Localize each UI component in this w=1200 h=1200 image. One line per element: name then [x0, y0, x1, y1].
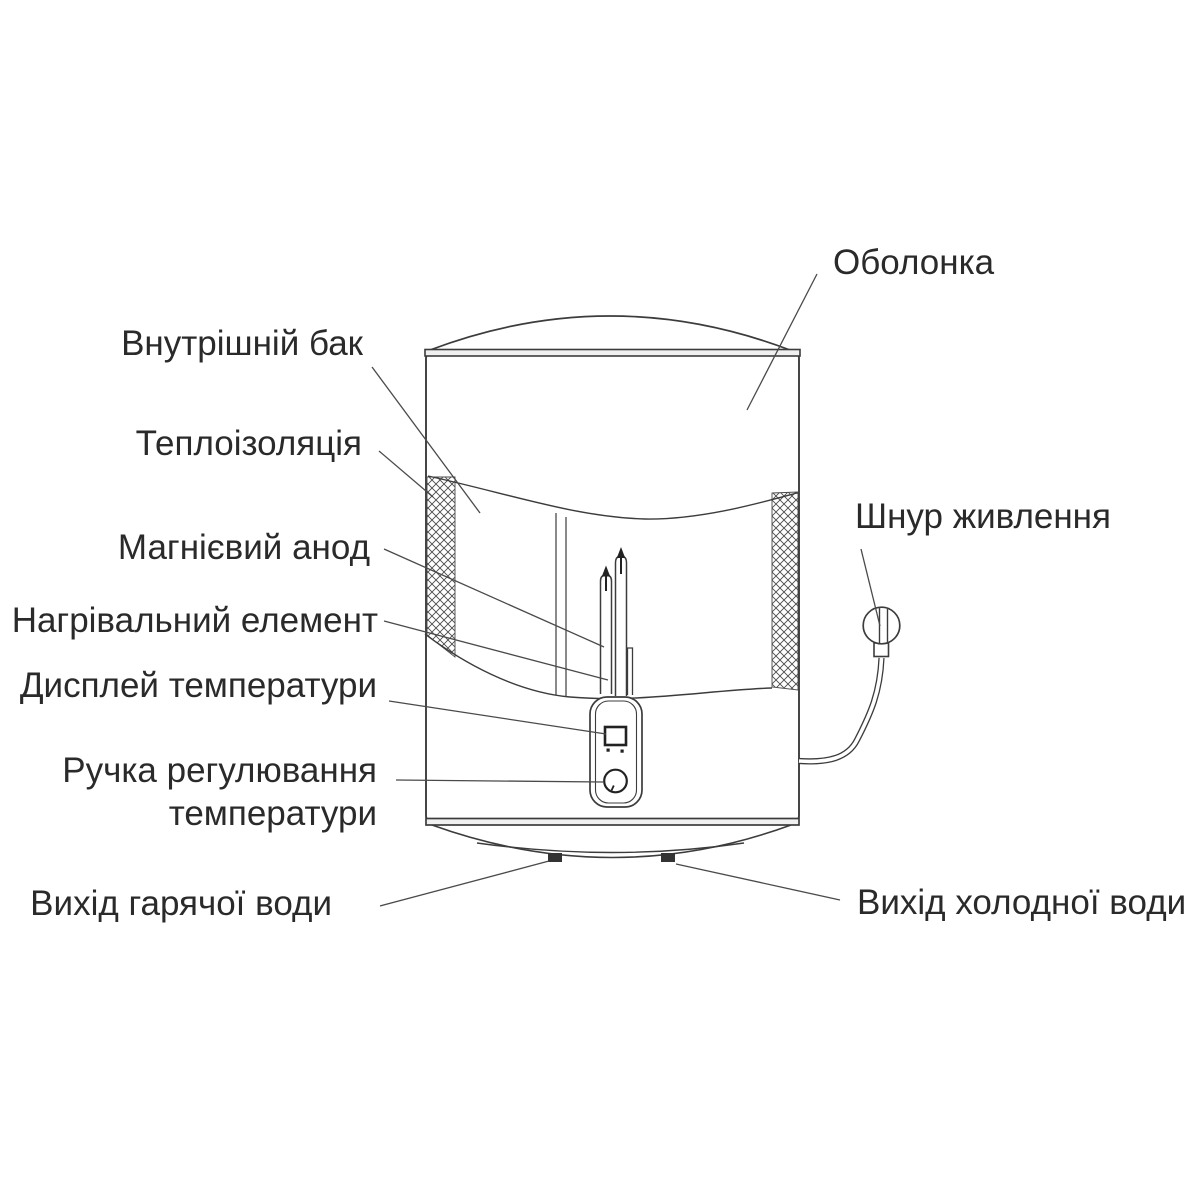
knob-mark — [610, 785, 615, 791]
inner-tank-bottom-line — [424, 633, 773, 700]
heating-element-arrow — [616, 547, 626, 558]
bottom-dome-inner — [476, 842, 745, 854]
temperature-knob — [603, 768, 628, 794]
inner-structure — [424, 475, 799, 700]
label-heating-element: Нагрівальний елемент — [11, 601, 378, 640]
label-power-cord: Шнур живлення — [855, 497, 1111, 536]
label-anode: Магнієвий анод — [117, 528, 370, 567]
leader-lines — [371, 273, 881, 907]
leader-anode — [383, 548, 605, 648]
power-cord-assembly — [798, 606, 901, 765]
insulation-strip-left — [426, 476, 456, 658]
anode-rod — [599, 565, 613, 694]
control-panel-outline — [589, 696, 643, 808]
bottom-dome-outer — [431, 824, 792, 859]
leader-temp-display — [388, 700, 607, 735]
leader-shell — [746, 273, 818, 411]
temperature-display — [603, 725, 628, 747]
leader-heating-element — [383, 620, 609, 681]
anode-arrow — [601, 565, 611, 577]
top-dome — [429, 315, 791, 351]
leader-temp-knob — [395, 779, 604, 783]
plug-neck — [873, 642, 890, 658]
leader-power-cord — [860, 548, 881, 627]
heating-element-tube — [626, 647, 634, 695]
leader-inner-tank — [371, 366, 481, 514]
control-panel — [589, 696, 643, 808]
label-insulation: Теплоізоляція — [135, 424, 362, 463]
cold-water-pipe — [661, 853, 675, 862]
inner-tank-top-line — [427, 475, 798, 520]
label-cold-water-outlet: Вихід холодної води — [857, 883, 1187, 922]
heating-element-rod — [614, 547, 634, 696]
label-hot-water-outlet: Вихід гарячої води — [30, 884, 332, 923]
leader-cold-water — [675, 863, 841, 901]
bottom-cap — [425, 817, 800, 826]
label-temp-knob-line2: температури — [168, 793, 377, 833]
indicator-dot-left — [606, 748, 610, 752]
label-temp-display: Дисплей температури — [19, 666, 377, 705]
label-temp-knob-line1: Ручка регулювання — [62, 751, 377, 790]
leader-hot-water — [379, 860, 550, 907]
label-inner-tank: Внутрішній бак — [121, 324, 363, 363]
hot-water-pipe — [548, 853, 562, 862]
leader-insulation — [378, 450, 434, 498]
control-panel-bezel — [594, 700, 638, 804]
indicator-dot-right — [620, 749, 624, 753]
plug — [862, 606, 901, 645]
label-shell: Оболонка — [833, 243, 995, 282]
heater-body — [424, 315, 801, 862]
label-temp-knob: Ручка регулювання температури — [62, 750, 377, 835]
top-cap — [424, 348, 801, 357]
insulation-strip-right — [771, 491, 799, 691]
